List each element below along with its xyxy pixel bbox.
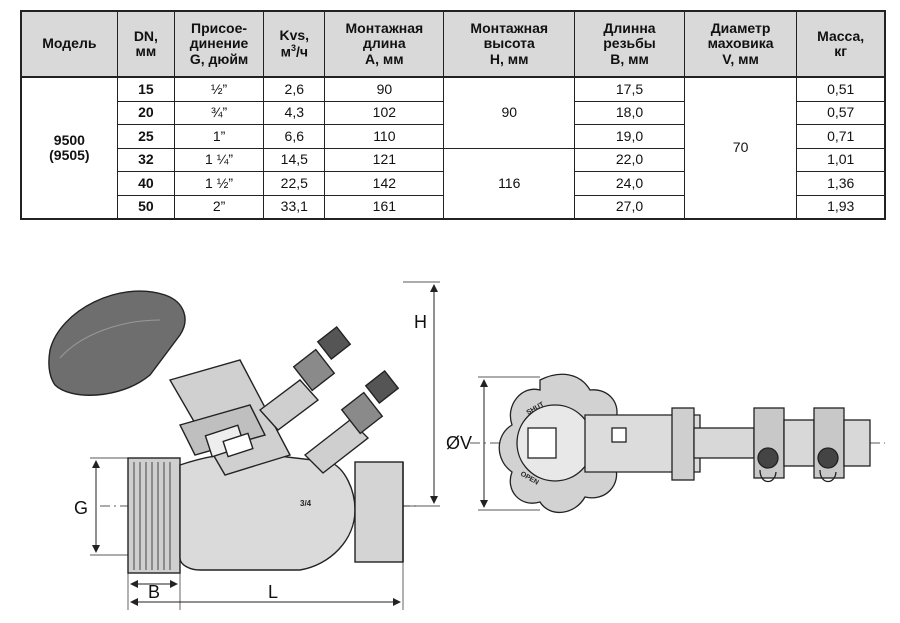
- kvs-cell: 4,3: [263, 100, 326, 125]
- dim-label-l: L: [268, 582, 278, 602]
- kvs-cell: 14,5: [263, 147, 326, 172]
- table-row: 9500 (9505) 15 ½” 2,6 90 90 17,5 70 0,51: [20, 76, 886, 220]
- marking-size: 3/4: [300, 499, 312, 508]
- specification-table: Модель DN, мм Присое- динение G, дюйм Kv…: [20, 10, 886, 220]
- length-cell: 161: [324, 194, 445, 220]
- dn-cell: 15: [116, 76, 176, 102]
- header-model: Модель: [20, 10, 118, 78]
- header-kvs: Kvs,м3/ч: [263, 10, 326, 78]
- table-row: 40 1 ½” 22,5 142 24,0 1,36: [21, 171, 886, 196]
- model-cell: 9500 (9505): [20, 76, 118, 220]
- thread-cell: 18,0: [574, 100, 685, 125]
- header-mass: Масса, кг: [796, 10, 886, 78]
- thread-cell: 19,0: [574, 124, 685, 149]
- connection-cell: 1 ¼”: [174, 147, 265, 172]
- thread-cell: 17,5: [574, 76, 685, 102]
- mass-cell: 0,57: [796, 100, 886, 125]
- mass-cell: 1,36: [796, 171, 886, 196]
- handwheel-cell: 70: [683, 76, 798, 220]
- connection-cell: ¾”: [174, 100, 265, 125]
- mass-cell: 0,51: [796, 76, 886, 102]
- header-connection: Присое- динение G, дюйм: [174, 10, 265, 78]
- length-cell: 142: [324, 171, 445, 196]
- length-cell: 121: [324, 147, 445, 172]
- table-row: 25 1” 6,6 110 19,0 0,71: [21, 124, 886, 149]
- header-kvs-unit-post: /ч: [295, 43, 308, 60]
- header-dn: DN, мм: [116, 10, 176, 78]
- kvs-cell: 33,1: [263, 194, 326, 220]
- length-cell: 110: [324, 124, 445, 149]
- header-length: Монтажная длина A, мм: [324, 10, 445, 78]
- height-cell: 90: [443, 76, 576, 149]
- header-height: Монтажная высота H, мм: [443, 10, 576, 78]
- height-cell: 116: [443, 147, 576, 220]
- table-row: 20 ¾” 4,3 102 18,0 0,57: [21, 100, 886, 125]
- dn-cell: 40: [116, 171, 176, 196]
- header-thread: Длинна резьбы B, мм: [574, 10, 685, 78]
- dim-label-v: ØV: [446, 433, 472, 453]
- table-row: 50 2” 33,1 161 27,0 1,93: [21, 194, 886, 220]
- thread-cell: 24,0: [574, 171, 685, 196]
- thread-cell: 22,0: [574, 147, 685, 172]
- dimension-lines-left: [90, 281, 440, 610]
- header-kvs-unit-sup: 3: [290, 42, 296, 53]
- connection-cell: 2”: [174, 194, 265, 220]
- length-cell: 90: [324, 76, 445, 102]
- header-kvs-unit-pre: м: [280, 43, 291, 60]
- dim-label-h: H: [414, 312, 427, 332]
- connection-cell: ½”: [174, 76, 265, 102]
- header-kvs-label: Kvs,: [279, 27, 310, 44]
- kvs-cell: 2,6: [263, 76, 326, 102]
- dn-cell: 25: [116, 124, 176, 149]
- valve-drawings: H G B L ØV SHUT OPEN 3/4: [48, 281, 885, 610]
- mass-cell: 1,01: [796, 147, 886, 172]
- dim-label-b: B: [148, 582, 160, 602]
- dimension-lines-right: [478, 376, 540, 511]
- dn-cell: 20: [116, 100, 176, 125]
- mass-cell: 1,93: [796, 194, 886, 220]
- dn-cell: 32: [116, 147, 176, 172]
- length-cell: 102: [324, 100, 445, 125]
- kvs-cell: 22,5: [263, 171, 326, 196]
- valve-top-view: [470, 373, 885, 514]
- connection-cell: 1 ½”: [174, 171, 265, 196]
- header-row: Модель DN, мм Присое- динение G, дюйм Kv…: [20, 10, 886, 78]
- header-handwheel: Диаметр маховика V, мм: [683, 10, 798, 78]
- connection-cell: 1”: [174, 124, 265, 149]
- kvs-cell: 6,6: [263, 124, 326, 149]
- valve-side-view: [48, 290, 420, 574]
- thread-cell: 27,0: [574, 194, 685, 220]
- dn-cell: 50: [116, 194, 176, 220]
- mass-cell: 0,71: [796, 124, 886, 149]
- dim-label-g: G: [74, 498, 88, 518]
